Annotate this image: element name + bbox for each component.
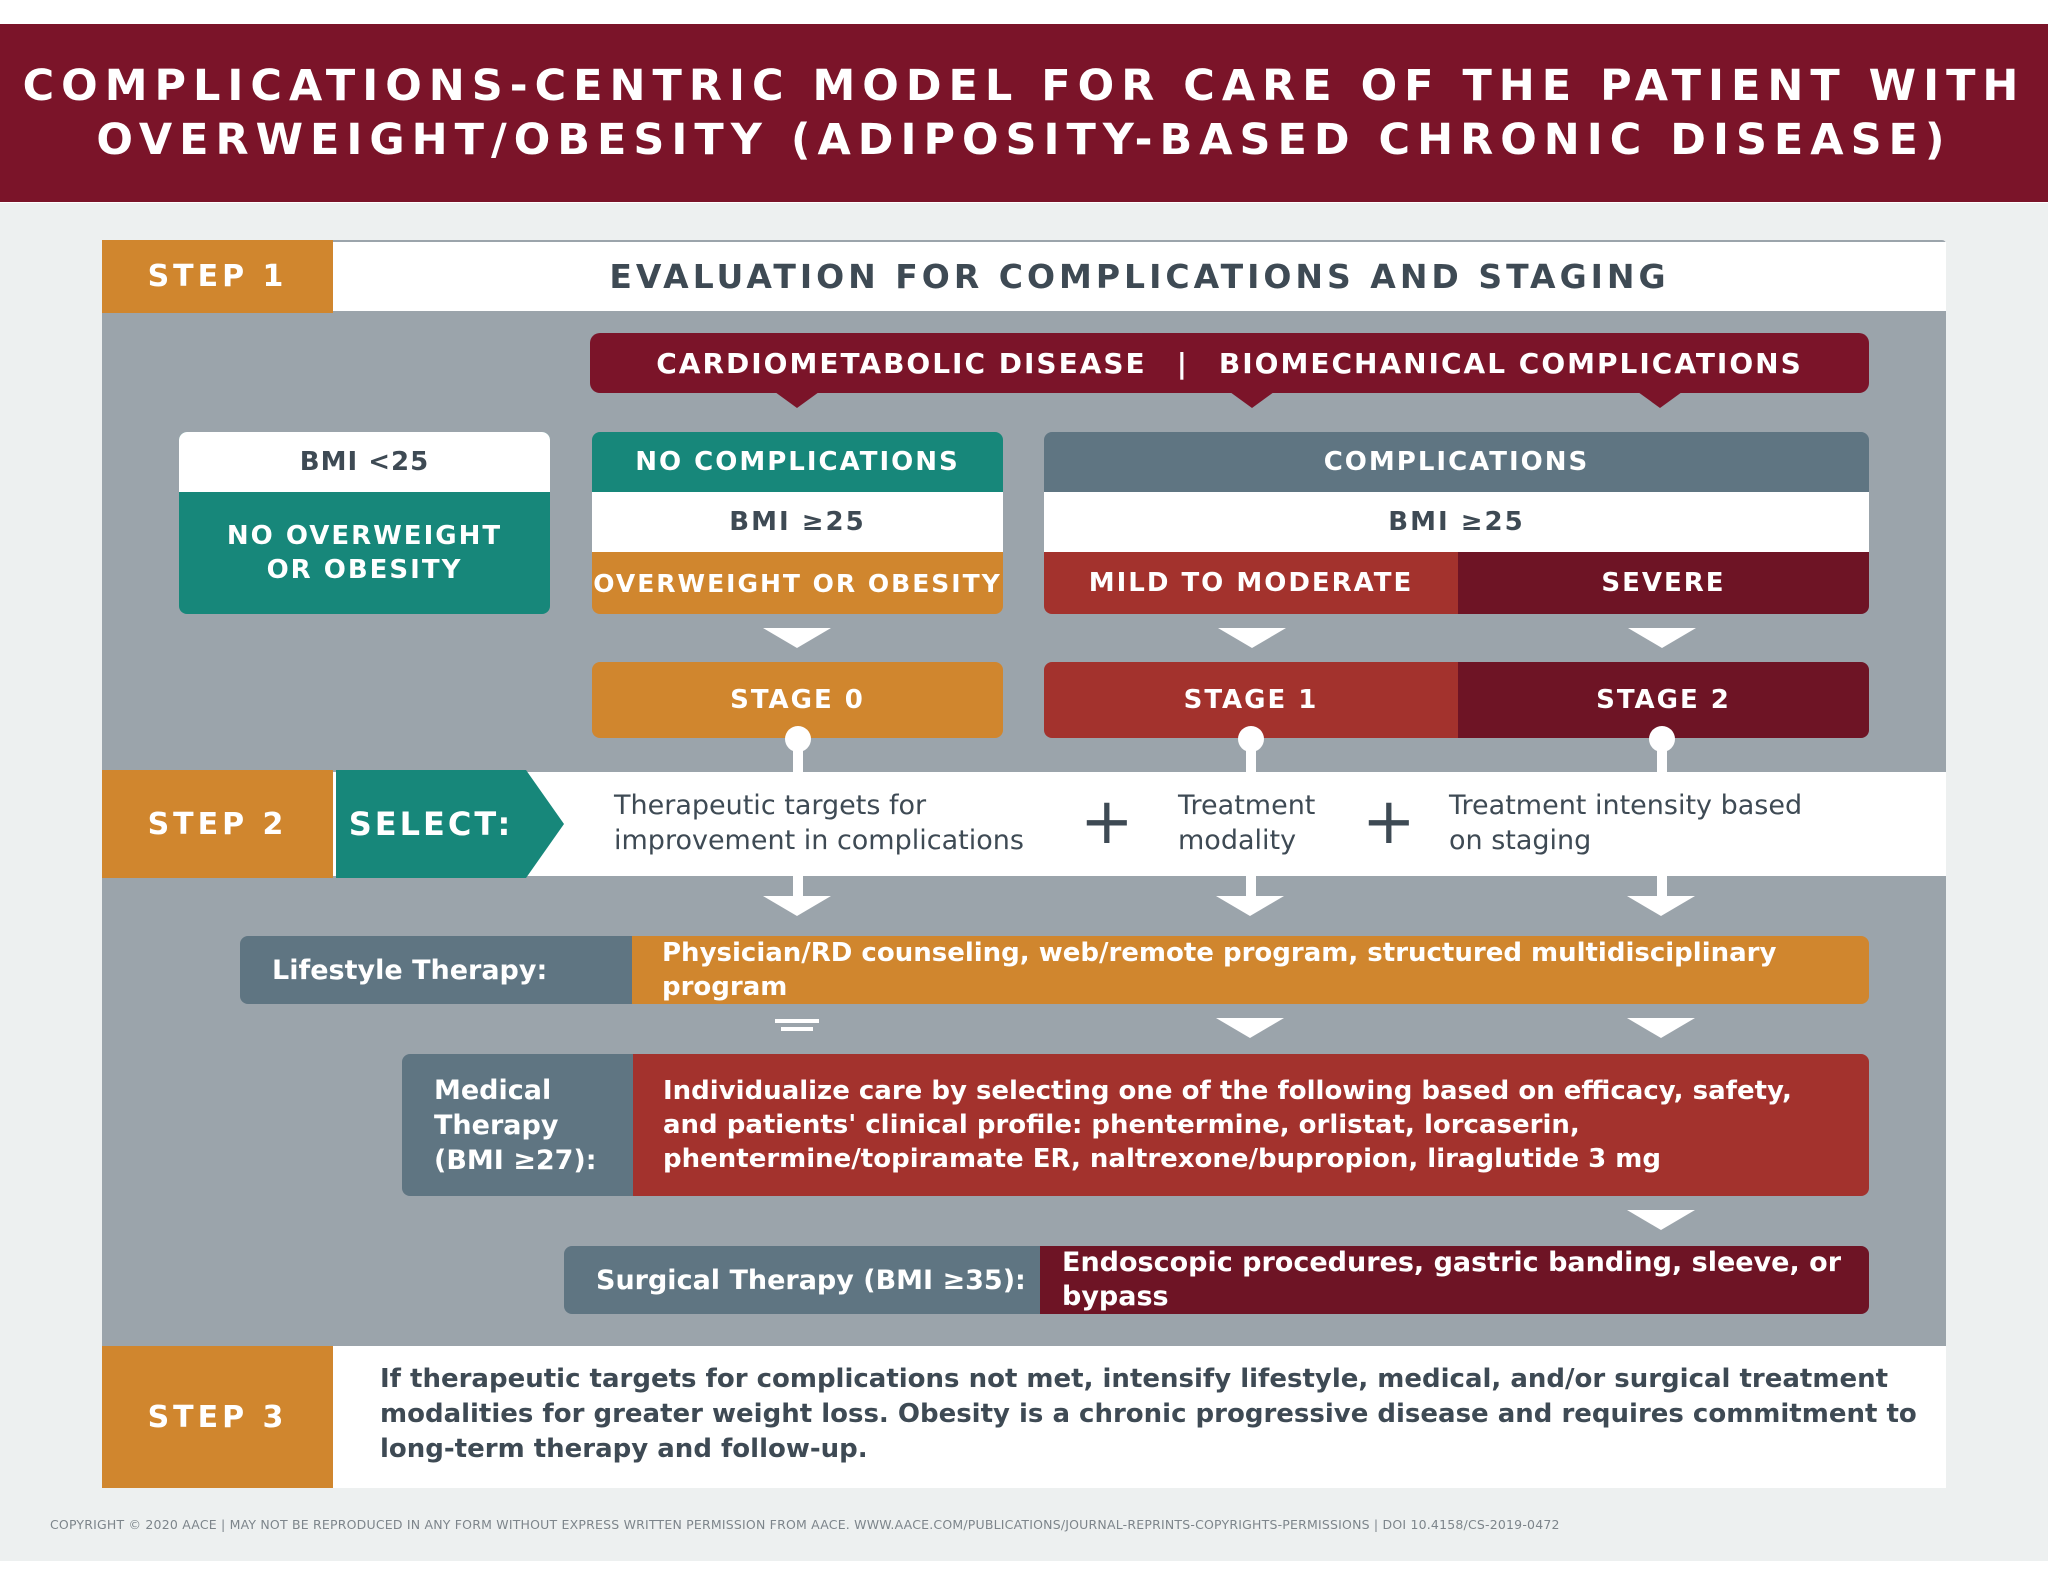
- down-arrow-icon: [1216, 1018, 1284, 1038]
- no-overweight-line-1: NO OVERWEIGHT: [226, 521, 503, 551]
- down-arrow-icon: [763, 896, 831, 916]
- banner-notch: [775, 392, 819, 408]
- connector-knob: [785, 726, 811, 752]
- step2-item-targets: Therapeutic targets for improvement in c…: [614, 788, 1054, 858]
- connector-line: [1657, 738, 1667, 774]
- down-arrow-icon: [763, 628, 831, 648]
- separator-line: [775, 1019, 819, 1023]
- connector-line: [1657, 876, 1667, 896]
- step3-text: If therapeutic targets for complications…: [380, 1362, 1920, 1467]
- intensity-line-2: on staging: [1449, 825, 1592, 856]
- stage-2-label: STAGE 2: [1458, 662, 1869, 738]
- title-bar: COMPLICATIONS-CENTRIC MODEL FOR CARE OF …: [0, 24, 2048, 202]
- step3-tab: STEP 3: [102, 1346, 333, 1488]
- medical-text-line-3: phentermine/topiramate ER, naltrexone/bu…: [663, 1144, 1661, 1174]
- complications-header: COMPLICATIONS: [1044, 432, 1869, 492]
- connector-line: [1246, 738, 1256, 774]
- step1-row: [102, 242, 1946, 311]
- stage-1-2-box: STAGE 1 STAGE 2: [1044, 662, 1869, 738]
- no-complications-box: NO COMPLICATIONS BMI ≥25 OVERWEIGHT OR O…: [592, 432, 1003, 614]
- step2-tab: STEP 2: [102, 770, 333, 878]
- modality-line-1: Treatment: [1178, 790, 1316, 821]
- medical-label-line-3: (BMI ≥27):: [434, 1144, 597, 1176]
- no-overweight-label: NO OVERWEIGHT OR OBESITY: [179, 492, 550, 614]
- connector-line: [793, 738, 803, 774]
- down-arrow-icon: [1628, 628, 1696, 648]
- connector-line: [1246, 876, 1256, 896]
- step1-tab: STEP 1: [102, 240, 333, 313]
- title-line-1: COMPLICATIONS-CENTRIC MODEL FOR CARE OF …: [22, 61, 2026, 111]
- bmi-under-25-box: BMI <25 NO OVERWEIGHT OR OBESITY: [179, 432, 550, 614]
- mild-to-moderate-label: MILD TO MODERATE: [1044, 552, 1458, 614]
- step2-item-modality: Treatment modality: [1178, 788, 1358, 858]
- step2-item-intensity: Treatment intensity based on staging: [1449, 788, 1889, 858]
- stage-0-box: STAGE 0: [592, 662, 1003, 738]
- down-arrow-icon: [1627, 1210, 1695, 1230]
- medical-label-line-2: Therapy: [434, 1109, 559, 1141]
- title-line-2: OVERWEIGHT/OBESITY (ADIPOSITY-BASED CHRO…: [96, 115, 1952, 165]
- intensity-line-1: Treatment intensity based: [1449, 790, 1803, 821]
- lifestyle-therapy-row: Lifestyle Therapy: Physician/RD counseli…: [240, 936, 1869, 1004]
- complications-bmi: BMI ≥25: [1044, 492, 1869, 552]
- no-complications-header: NO COMPLICATIONS: [592, 432, 1003, 492]
- surgical-therapy-label: Surgical Therapy (BMI ≥35):: [564, 1246, 1040, 1314]
- medical-therapy-label: Medical Therapy (BMI ≥27):: [402, 1054, 633, 1196]
- surgical-therapy-text: Endoscopic procedures, gastric banding, …: [1040, 1246, 1869, 1314]
- connector-knob: [1649, 726, 1675, 752]
- medical-label-line-1: Medical: [434, 1074, 552, 1106]
- connector-line: [793, 876, 803, 896]
- step3-line-1: If therapeutic targets for complications…: [380, 1364, 1889, 1394]
- down-arrow-icon: [1627, 896, 1695, 916]
- copyright-notice: COPYRIGHT © 2020 AACE | MAY NOT BE REPRO…: [50, 1517, 1560, 1532]
- no-complications-bmi: BMI ≥25: [592, 492, 1003, 552]
- step1-header: EVALUATION FOR COMPLICATIONS AND STAGING: [609, 257, 1670, 296]
- stage-1-label: STAGE 1: [1044, 662, 1458, 738]
- step3-line-3: long-term therapy and follow-up.: [380, 1434, 868, 1464]
- no-overweight-line-2: OR OBESITY: [266, 555, 463, 585]
- bmi-under-25-label: BMI <25: [179, 432, 550, 492]
- plus-icon: +: [1080, 785, 1134, 859]
- select-label: SELECT:: [348, 805, 514, 843]
- down-arrow-icon: [1627, 1018, 1695, 1038]
- medical-text-line-1: Individualize care by selecting one of t…: [663, 1076, 1792, 1106]
- step3-line-2: modalities for greater weight loss. Obes…: [380, 1399, 1917, 1429]
- banner-notch: [1230, 392, 1274, 408]
- lifestyle-therapy-text: Physician/RD counseling, web/remote prog…: [632, 936, 1869, 1004]
- step3-row: [102, 1346, 1946, 1488]
- lifestyle-therapy-label: Lifestyle Therapy:: [240, 936, 632, 1004]
- targets-line-2: improvement in complications: [614, 825, 1024, 856]
- down-arrow-icon: [1218, 628, 1286, 648]
- banner-biomechanical: BIOMECHANICAL COMPLICATIONS: [1218, 346, 1803, 380]
- modality-line-2: modality: [1178, 825, 1297, 856]
- banner-notch: [1638, 392, 1682, 408]
- medical-therapy-row: Medical Therapy (BMI ≥27): Individualize…: [402, 1054, 1869, 1196]
- overweight-or-obesity-label: OVERWEIGHT OR OBESITY: [592, 552, 1003, 614]
- banner-cardiometabolic: CARDIOMETABOLIC DISEASE: [656, 346, 1147, 380]
- targets-line-1: Therapeutic targets for: [614, 790, 927, 821]
- medical-therapy-text: Individualize care by selecting one of t…: [633, 1054, 1869, 1196]
- severe-label: SEVERE: [1458, 552, 1869, 614]
- separator-line: [781, 1027, 813, 1031]
- medical-text-line-2: and patients' clinical profile: phenterm…: [663, 1110, 1580, 1140]
- down-arrow-icon: [1216, 896, 1284, 916]
- plus-icon: +: [1362, 785, 1416, 859]
- complications-box: COMPLICATIONS BMI ≥25 MILD TO MODERATE S…: [1044, 432, 1869, 614]
- banner-divider: |: [1176, 346, 1189, 380]
- surgical-therapy-row: Surgical Therapy (BMI ≥35): Endoscopic p…: [564, 1246, 1869, 1314]
- severity-row: MILD TO MODERATE SEVERE: [1044, 552, 1869, 614]
- complication-type-banner: CARDIOMETABOLIC DISEASE | BIOMECHANICAL …: [590, 333, 1869, 393]
- select-arrow-tag: [336, 770, 564, 878]
- connector-knob: [1238, 726, 1264, 752]
